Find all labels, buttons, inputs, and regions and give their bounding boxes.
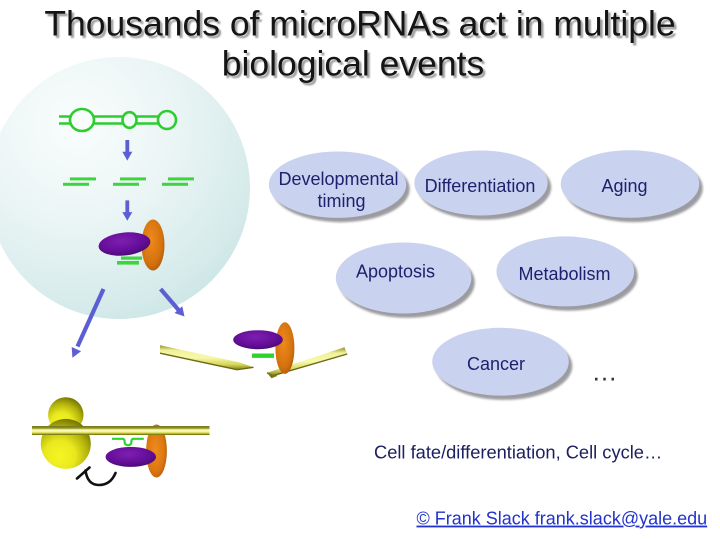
svg-text:biological events: biological events <box>224 46 486 86</box>
svg-text:Thousands of microRNAs act in: Thousands of microRNAs act in multiple <box>44 4 675 44</box>
svg-text:Cancer: Cancer <box>467 354 525 374</box>
svg-text:Thousands of microRNAs act in: Thousands of microRNAs act in multiple <box>47 6 678 46</box>
svg-text:Differentiation: Differentiation <box>425 176 536 196</box>
svg-text:biological events: biological events <box>222 44 484 84</box>
svg-text:Cell fate/differentiation, Cel: Cell fate/differentiation, Cell cycle… <box>374 442 662 463</box>
svg-text:…: … <box>592 357 618 387</box>
svg-text:timing: timing <box>317 191 365 211</box>
svg-text:© Frank Slack frank.slack@yale: © Frank Slack frank.slack@yale.edu <box>417 509 708 529</box>
svg-text:Metabolism: Metabolism <box>518 264 610 284</box>
svg-text:Apoptosis: Apoptosis <box>356 262 435 282</box>
svg-text:Aging: Aging <box>601 176 647 196</box>
svg-text:Developmental: Developmental <box>278 169 398 189</box>
